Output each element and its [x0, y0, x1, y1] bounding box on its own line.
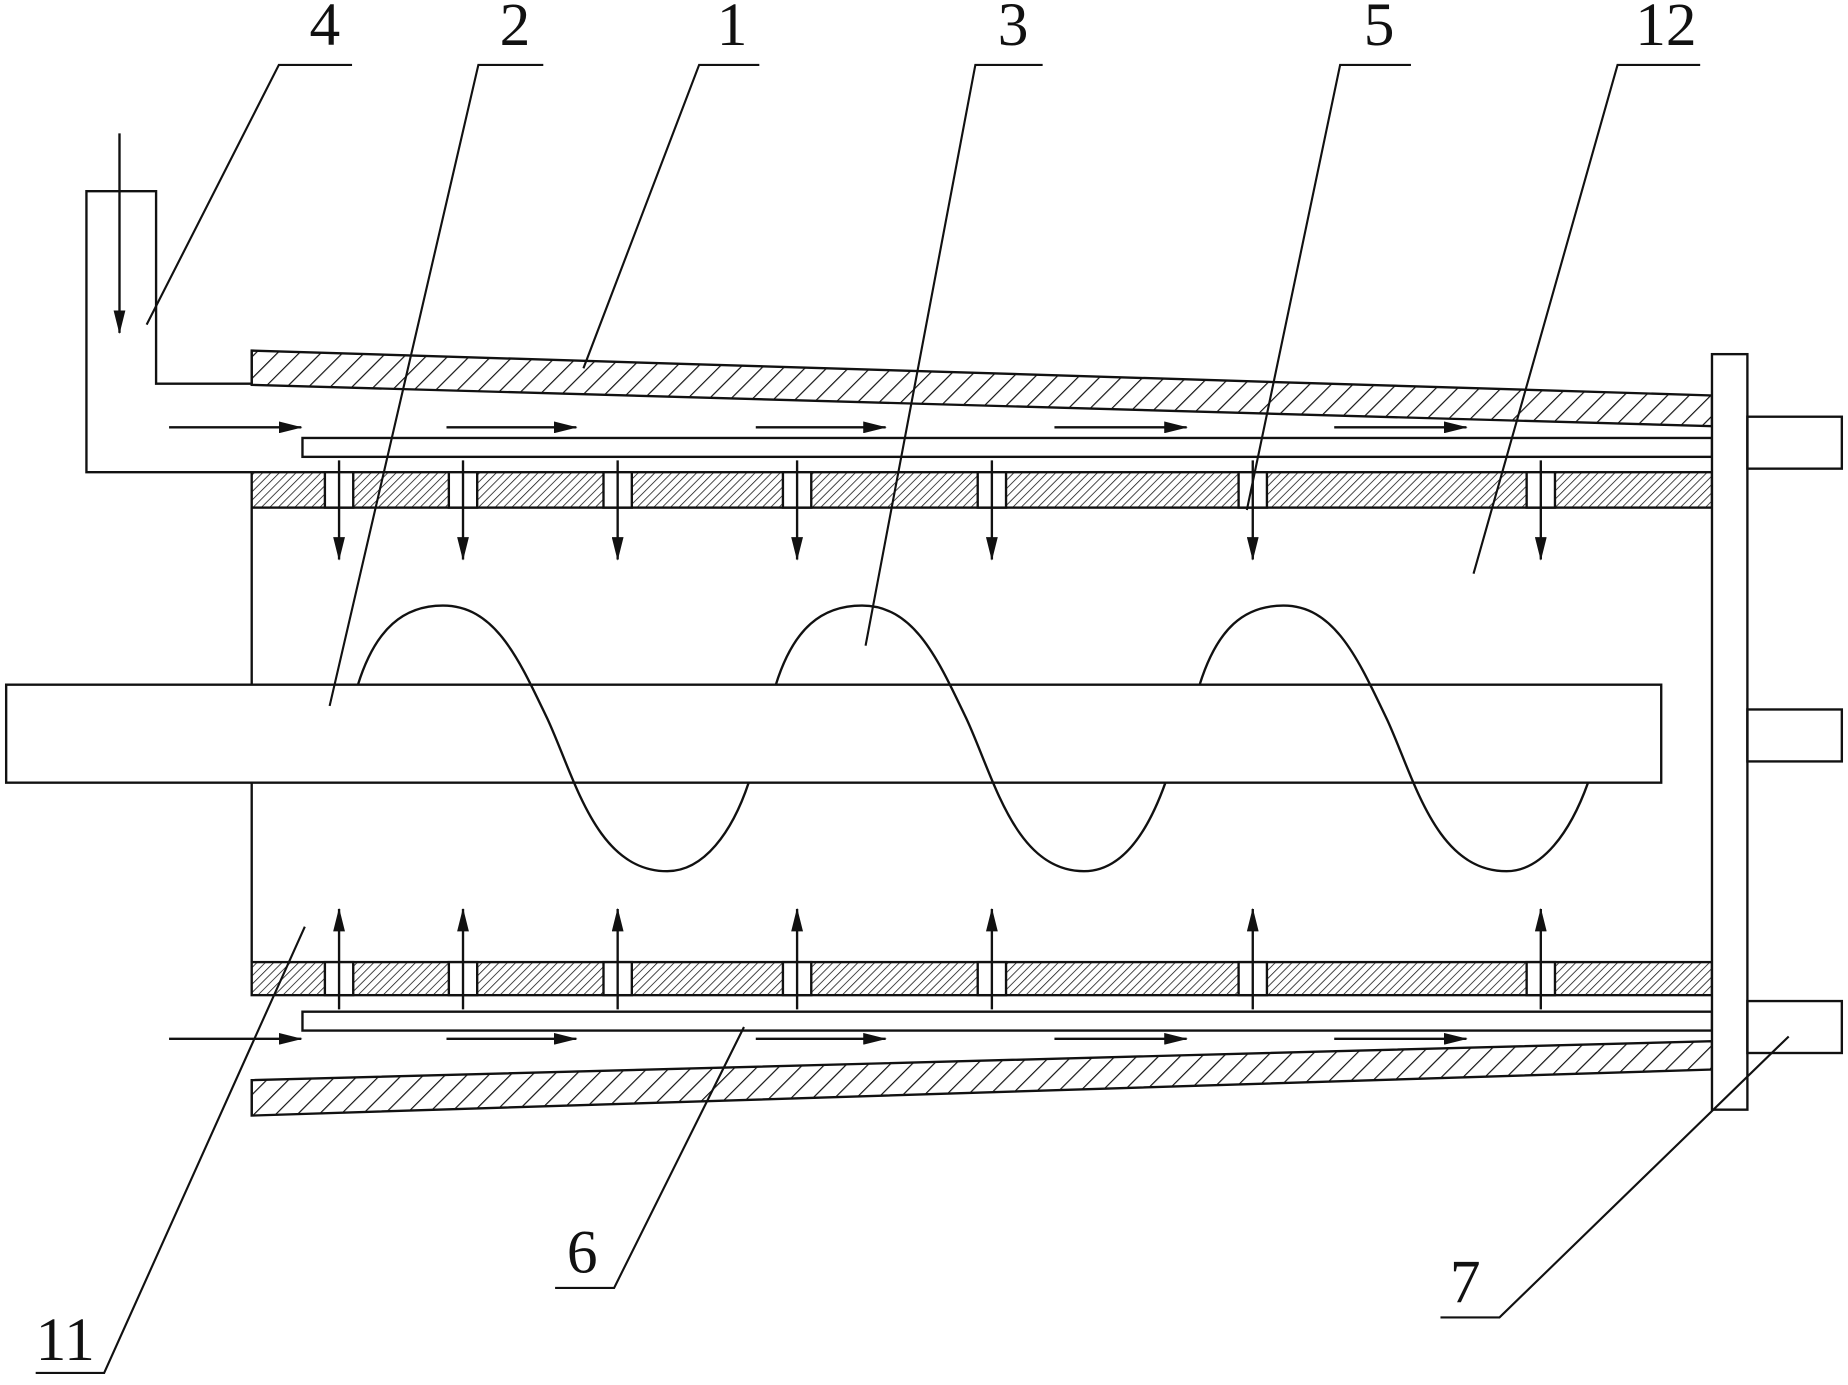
lower-guide-plate: [301, 1010, 1714, 1032]
leader-4: [145, 63, 353, 326]
leader-7: [1440, 1035, 1790, 1319]
label-11: 11: [36, 1306, 95, 1374]
outlet-pipe: [1746, 999, 1844, 1055]
leader-2: [328, 63, 544, 707]
leader-3: [864, 63, 1043, 646]
leader-lines: [35, 63, 1790, 1374]
label-6: 6: [567, 1219, 598, 1287]
outer-housing-top-wall: [250, 349, 1714, 428]
label-2: 2: [500, 0, 531, 59]
leader-6: [555, 1026, 745, 1289]
label-3: 3: [998, 0, 1029, 59]
helical-blade: [356, 604, 1590, 873]
inlet-pipe: [85, 190, 252, 474]
label-4: 4: [310, 0, 341, 59]
lower-hole-arrows: [333, 907, 1547, 1010]
upper-guide-plate: [301, 436, 1714, 459]
outer-housing-bottom-wall: [250, 1039, 1714, 1117]
flange-stub-middle: [1746, 708, 1844, 763]
label-7: 7: [1450, 1248, 1481, 1316]
leader-5: [1245, 63, 1411, 511]
label-5: 5: [1364, 0, 1395, 59]
label-12: 12: [1635, 0, 1696, 59]
flange-stub-top: [1746, 415, 1844, 470]
leader-12: [1472, 63, 1701, 575]
leader-11: [35, 926, 306, 1374]
end-flange: [1710, 352, 1749, 1111]
leader-1: [582, 63, 760, 369]
screw-shaft: [4, 683, 1663, 784]
label-1: 1: [717, 0, 748, 59]
